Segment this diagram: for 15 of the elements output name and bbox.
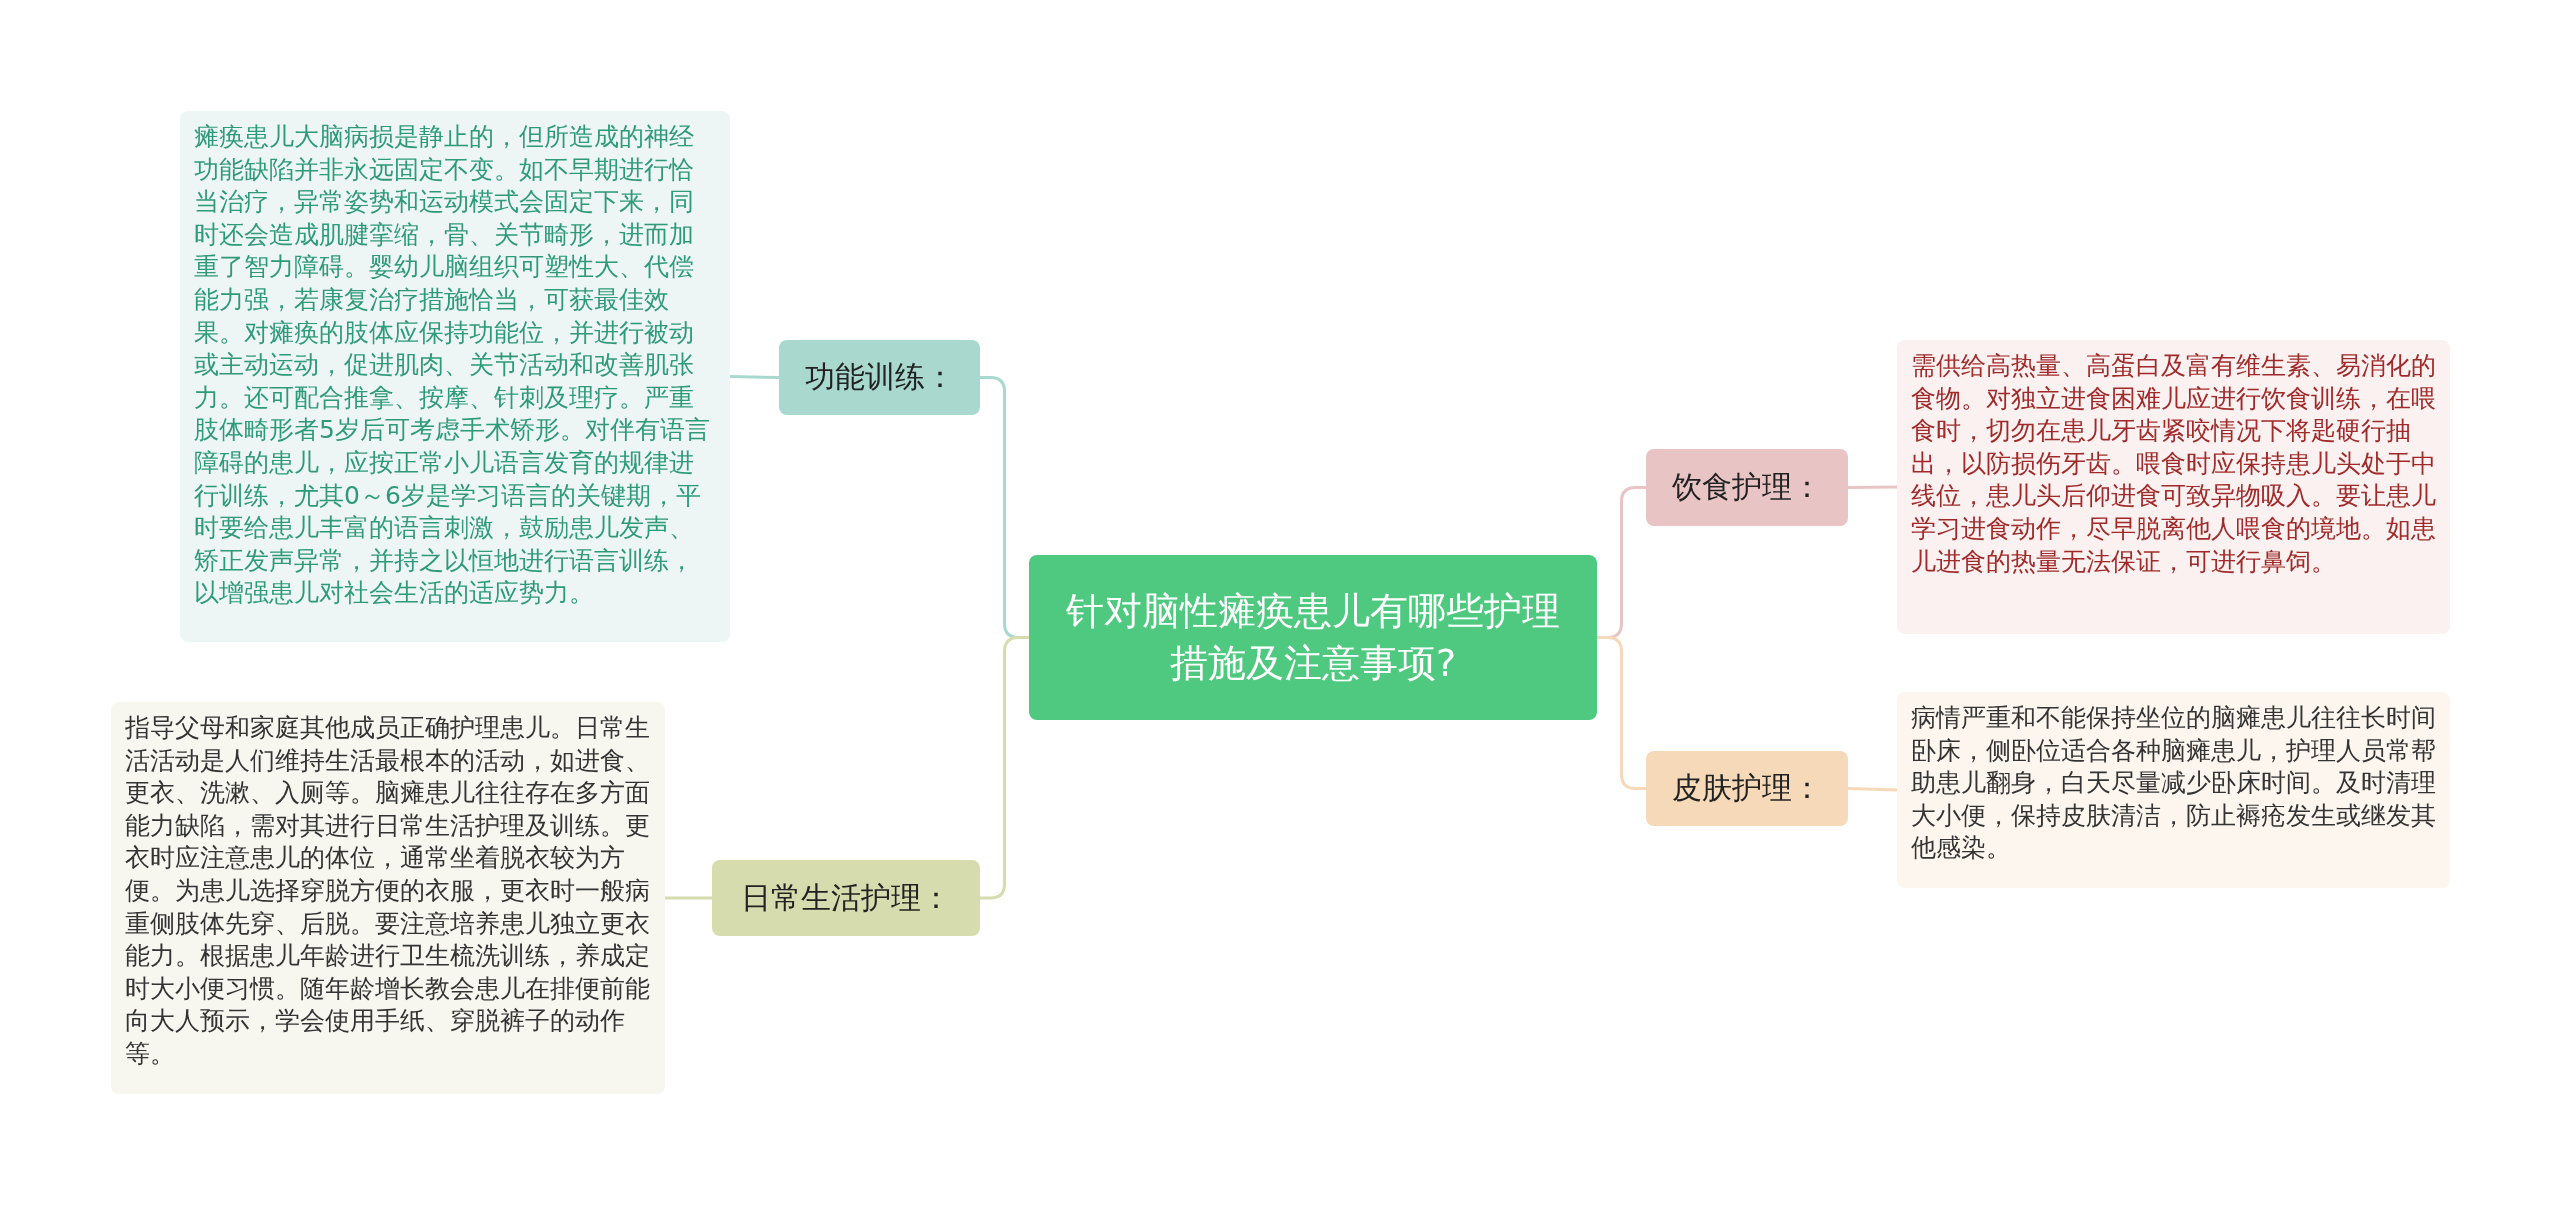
connector	[665, 896, 712, 900]
topic-box: 功能训练：	[779, 340, 980, 415]
central-topic-box: 针对脑性瘫痪患儿有哪些护理措施及注意事项?	[1029, 555, 1597, 720]
topic-box: 皮肤护理：	[1646, 751, 1848, 826]
connector	[1848, 485, 1897, 489]
note-box: 指导父母和家庭其他成员正确护理患儿。日常生活活动是人们维持生活最根本的活动，如进食、更衣、洗漱、入厕等。脑瘫患儿往往存在多方面能力缺陷，需对其进行日常生活护理及训练。更衣时应注意患儿的体位，通常坐着脱衣较为方便。为患儿选择穿脱方便的衣服，更衣时一般病重侧肢体先穿、后脱。要注意培养患儿独立更衣能力。根据患儿年龄进行卫生梳洗训练，养成定时大小便习惯。随年龄增长教会患儿在排便前能向大人预示，学会使用手纸、穿脱裤子的动作等。	[111, 702, 665, 1094]
topic-box: 饮食护理：	[1646, 449, 1848, 526]
connector	[1847, 787, 1898, 792]
topic-box: 日常生活护理：	[712, 860, 980, 936]
note-box: 需供给高热量、高蛋白及富有维生素、易消化的食物。对独立进食困难儿应进行饮食训练，在喂食时，切勿在患儿牙齿紧咬情况下将匙硬行抽出，以防损伤牙齿。喂食时应保持患儿头处于中线位，患儿头后仰进食可致异物吸入。要让患儿学习进食动作，尽早脱离他人喂食的境地。如患儿进食的热量无法保证，可进行鼻饲。	[1897, 340, 2450, 634]
connector	[980, 636, 1029, 900]
note-box: 瘫痪患儿大脑病损是静止的，但所造成的神经功能缺陷并非永远固定不变。如不早期进行恰当治疗，异常姿势和运动模式会固定下来，同时还会造成肌腱挛缩，骨、关节畸形，进而加重了智力障碍。婴幼儿脑组织可塑性大、代偿能力强，若康复治疗措施恰当，可获最佳效果。对瘫痪的肢体应保持功能位，并进行被动或主动运动，促进肌肉、关节活动和改善肌张力。还可配合推拿、按摩、针刺及理疗。严重肢体畸形者5岁后可考虑手术矫形。对伴有语言障碍的患儿，应按正常小儿语言发育的规律进行训练，尤其0～6岁是学习语言的关键期，平时要给患儿丰富的语言刺激，鼓励患儿发声、矫正发声异常，并持之以恒地进行语言训练，以增强患儿对社会生活的适应势力。	[180, 111, 730, 642]
connector	[729, 375, 780, 379]
note-box: 病情严重和不能保持坐位的脑瘫患儿往往长时间卧床，侧卧位适合各种脑瘫患儿，护理人员常帮助患儿翻身，白天尽量减少卧床时间。及时清理大小便，保持皮肤清洁，防止褥疮发生或继发其他感染。	[1897, 692, 2450, 888]
connector	[1597, 636, 1646, 790]
